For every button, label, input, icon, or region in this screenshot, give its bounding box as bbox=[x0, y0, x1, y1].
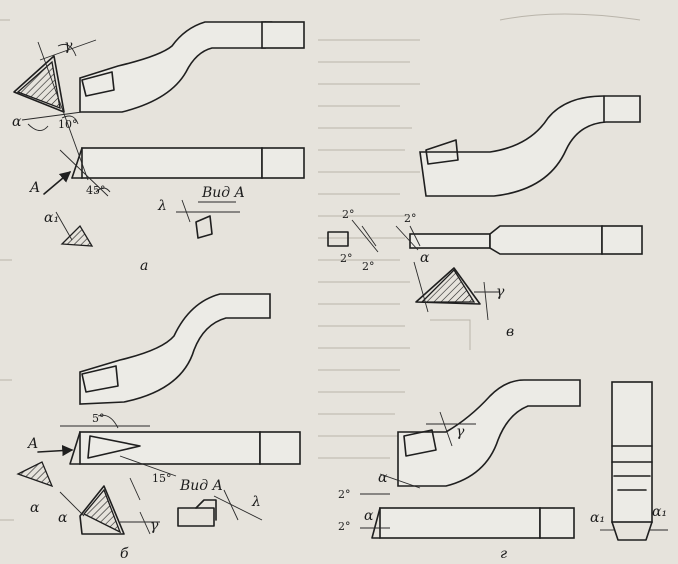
v-angle-2a-label: 2° bbox=[342, 208, 355, 221]
b-angle-5-label: 5° bbox=[92, 412, 105, 425]
g-caption: г bbox=[500, 546, 507, 562]
a-alpha-label: α bbox=[12, 114, 22, 130]
a-arrow-a-label: A bbox=[28, 180, 40, 196]
a-alpha1-label: α₁ bbox=[44, 210, 59, 226]
b-arrow-a-label: A bbox=[26, 436, 38, 452]
g-alpha1-left-label: α₁ bbox=[590, 510, 605, 526]
panel-v-tool bbox=[327, 95, 643, 321]
panel-g-tool bbox=[360, 379, 668, 541]
v-gamma-label: γ bbox=[496, 284, 505, 300]
g-angle-2b-label: 2° bbox=[338, 520, 351, 533]
b-alpha-left-label: α bbox=[30, 500, 40, 516]
v-angle-2b-label: 2° bbox=[404, 212, 417, 225]
v-angle-2c-label: 2° bbox=[340, 252, 353, 265]
g-alpha1-right-label: α₁ bbox=[652, 504, 667, 520]
g-alpha-top-label: α bbox=[378, 470, 388, 486]
b-alpha-right-label: α bbox=[58, 510, 68, 526]
a-caption: а bbox=[140, 258, 148, 274]
g-gamma-label: γ bbox=[456, 424, 465, 440]
panel-a-tool bbox=[13, 21, 305, 247]
b-lambda-label: λ bbox=[251, 494, 261, 510]
v-angle-2d-label: 2° bbox=[362, 260, 375, 273]
b-view-a-label: Вид A bbox=[179, 478, 223, 494]
panel-b-tool bbox=[16, 293, 301, 535]
v-caption: в bbox=[506, 324, 514, 340]
a-angle-10-label: 10° bbox=[58, 118, 78, 131]
a-view-a-label: Вид A bbox=[201, 185, 245, 201]
b-angle-15-label: 15° bbox=[152, 472, 172, 485]
a-lambda-label: λ bbox=[157, 198, 167, 214]
a-angle-45-label: 45° bbox=[86, 184, 106, 197]
background-page-texture bbox=[0, 13, 641, 521]
a-gamma-label: γ bbox=[64, 38, 73, 54]
b-gamma-label: γ bbox=[150, 518, 159, 534]
g-angle-2a-label: 2° bbox=[338, 488, 351, 501]
v-alpha-label: α bbox=[420, 250, 430, 266]
b-caption: б bbox=[120, 546, 129, 562]
g-alpha-side-label: α bbox=[364, 508, 374, 524]
